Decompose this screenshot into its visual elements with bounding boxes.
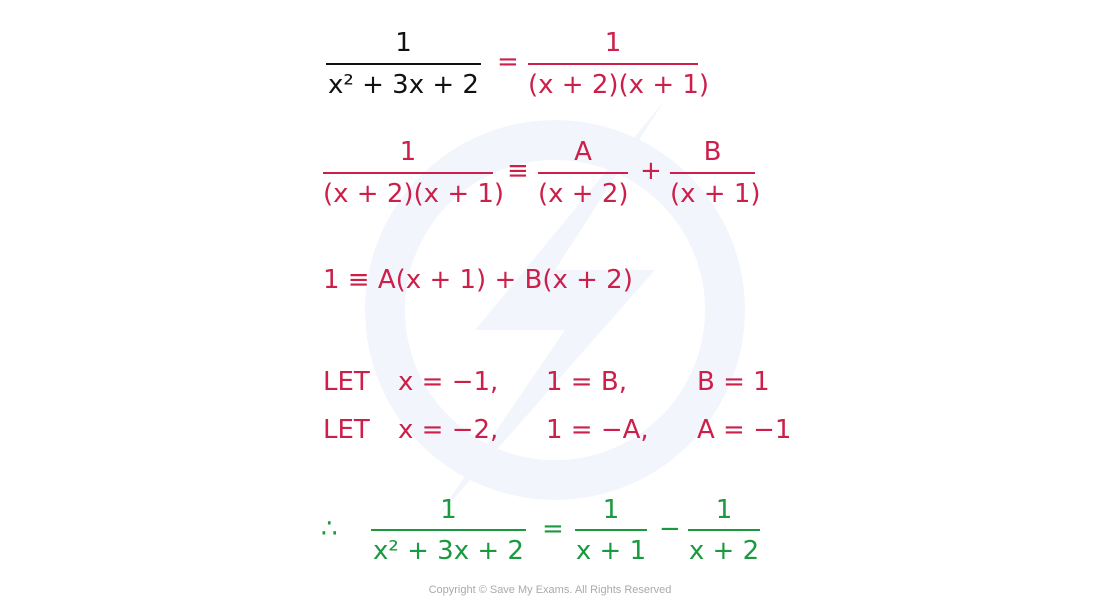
line2-plus: +: [640, 156, 662, 186]
final-lhs-denominator: x² + 3x + 2: [373, 536, 524, 566]
line1-rhs-numerator: 1: [604, 28, 622, 58]
line2-b-denominator: (x + 1): [670, 179, 761, 209]
final-term2-denominator: x + 2: [688, 536, 760, 566]
final-term2-fraction-bar: [688, 529, 760, 531]
line1-equals: =: [497, 47, 519, 77]
substitution: x = −1,: [398, 367, 499, 397]
line2-a-fraction-bar: [538, 172, 628, 174]
final-lhs-numerator: 1: [440, 495, 457, 525]
final-term1-denominator: x + 1: [575, 536, 647, 566]
line1-lhs-denominator: x² + 3x + 2: [328, 70, 479, 100]
watermark-logo-icon: [365, 100, 745, 520]
line1-lhs-numerator: 1: [395, 28, 412, 58]
line2-b-fraction-bar: [670, 172, 755, 174]
let-label: LET: [323, 415, 370, 445]
final-term1-numerator: 1: [602, 495, 620, 525]
line1-rhs-denominator: (x + 2)(x + 1): [528, 70, 710, 100]
line2-a-numerator: A: [574, 137, 592, 167]
final-lhs-fraction-bar: [371, 529, 526, 531]
line1-lhs-fraction-bar: [326, 63, 481, 65]
let-label: LET: [323, 367, 370, 397]
copyright-notice: Copyright © Save My Exams. All Rights Re…: [428, 584, 672, 596]
substitution-result: 1 = B,: [546, 367, 627, 397]
line2-identity: ≡: [507, 156, 529, 186]
line2-lhs-denominator: (x + 2)(x + 1): [323, 179, 505, 209]
final-term1-fraction-bar: [575, 529, 647, 531]
line2-lhs-fraction-bar: [323, 172, 493, 174]
final-minus: −: [659, 514, 681, 544]
line2-b-numerator: B: [703, 137, 722, 167]
final-equals: =: [542, 514, 564, 544]
substitution-result: 1 = −A,: [546, 415, 649, 445]
line1-rhs-fraction-bar: [528, 63, 698, 65]
final-term2-numerator: 1: [715, 495, 733, 525]
identity-expansion: 1 ≡ A(x + 1) + B(x + 2): [323, 265, 633, 295]
line2-lhs-numerator: 1: [399, 137, 417, 167]
line2-a-denominator: (x + 2): [538, 179, 629, 209]
coefficient-value: A = −1: [697, 415, 792, 445]
coefficient-value: B = 1: [697, 367, 770, 397]
therefore-symbol: ∴: [321, 514, 338, 544]
substitution: x = −2,: [398, 415, 499, 445]
